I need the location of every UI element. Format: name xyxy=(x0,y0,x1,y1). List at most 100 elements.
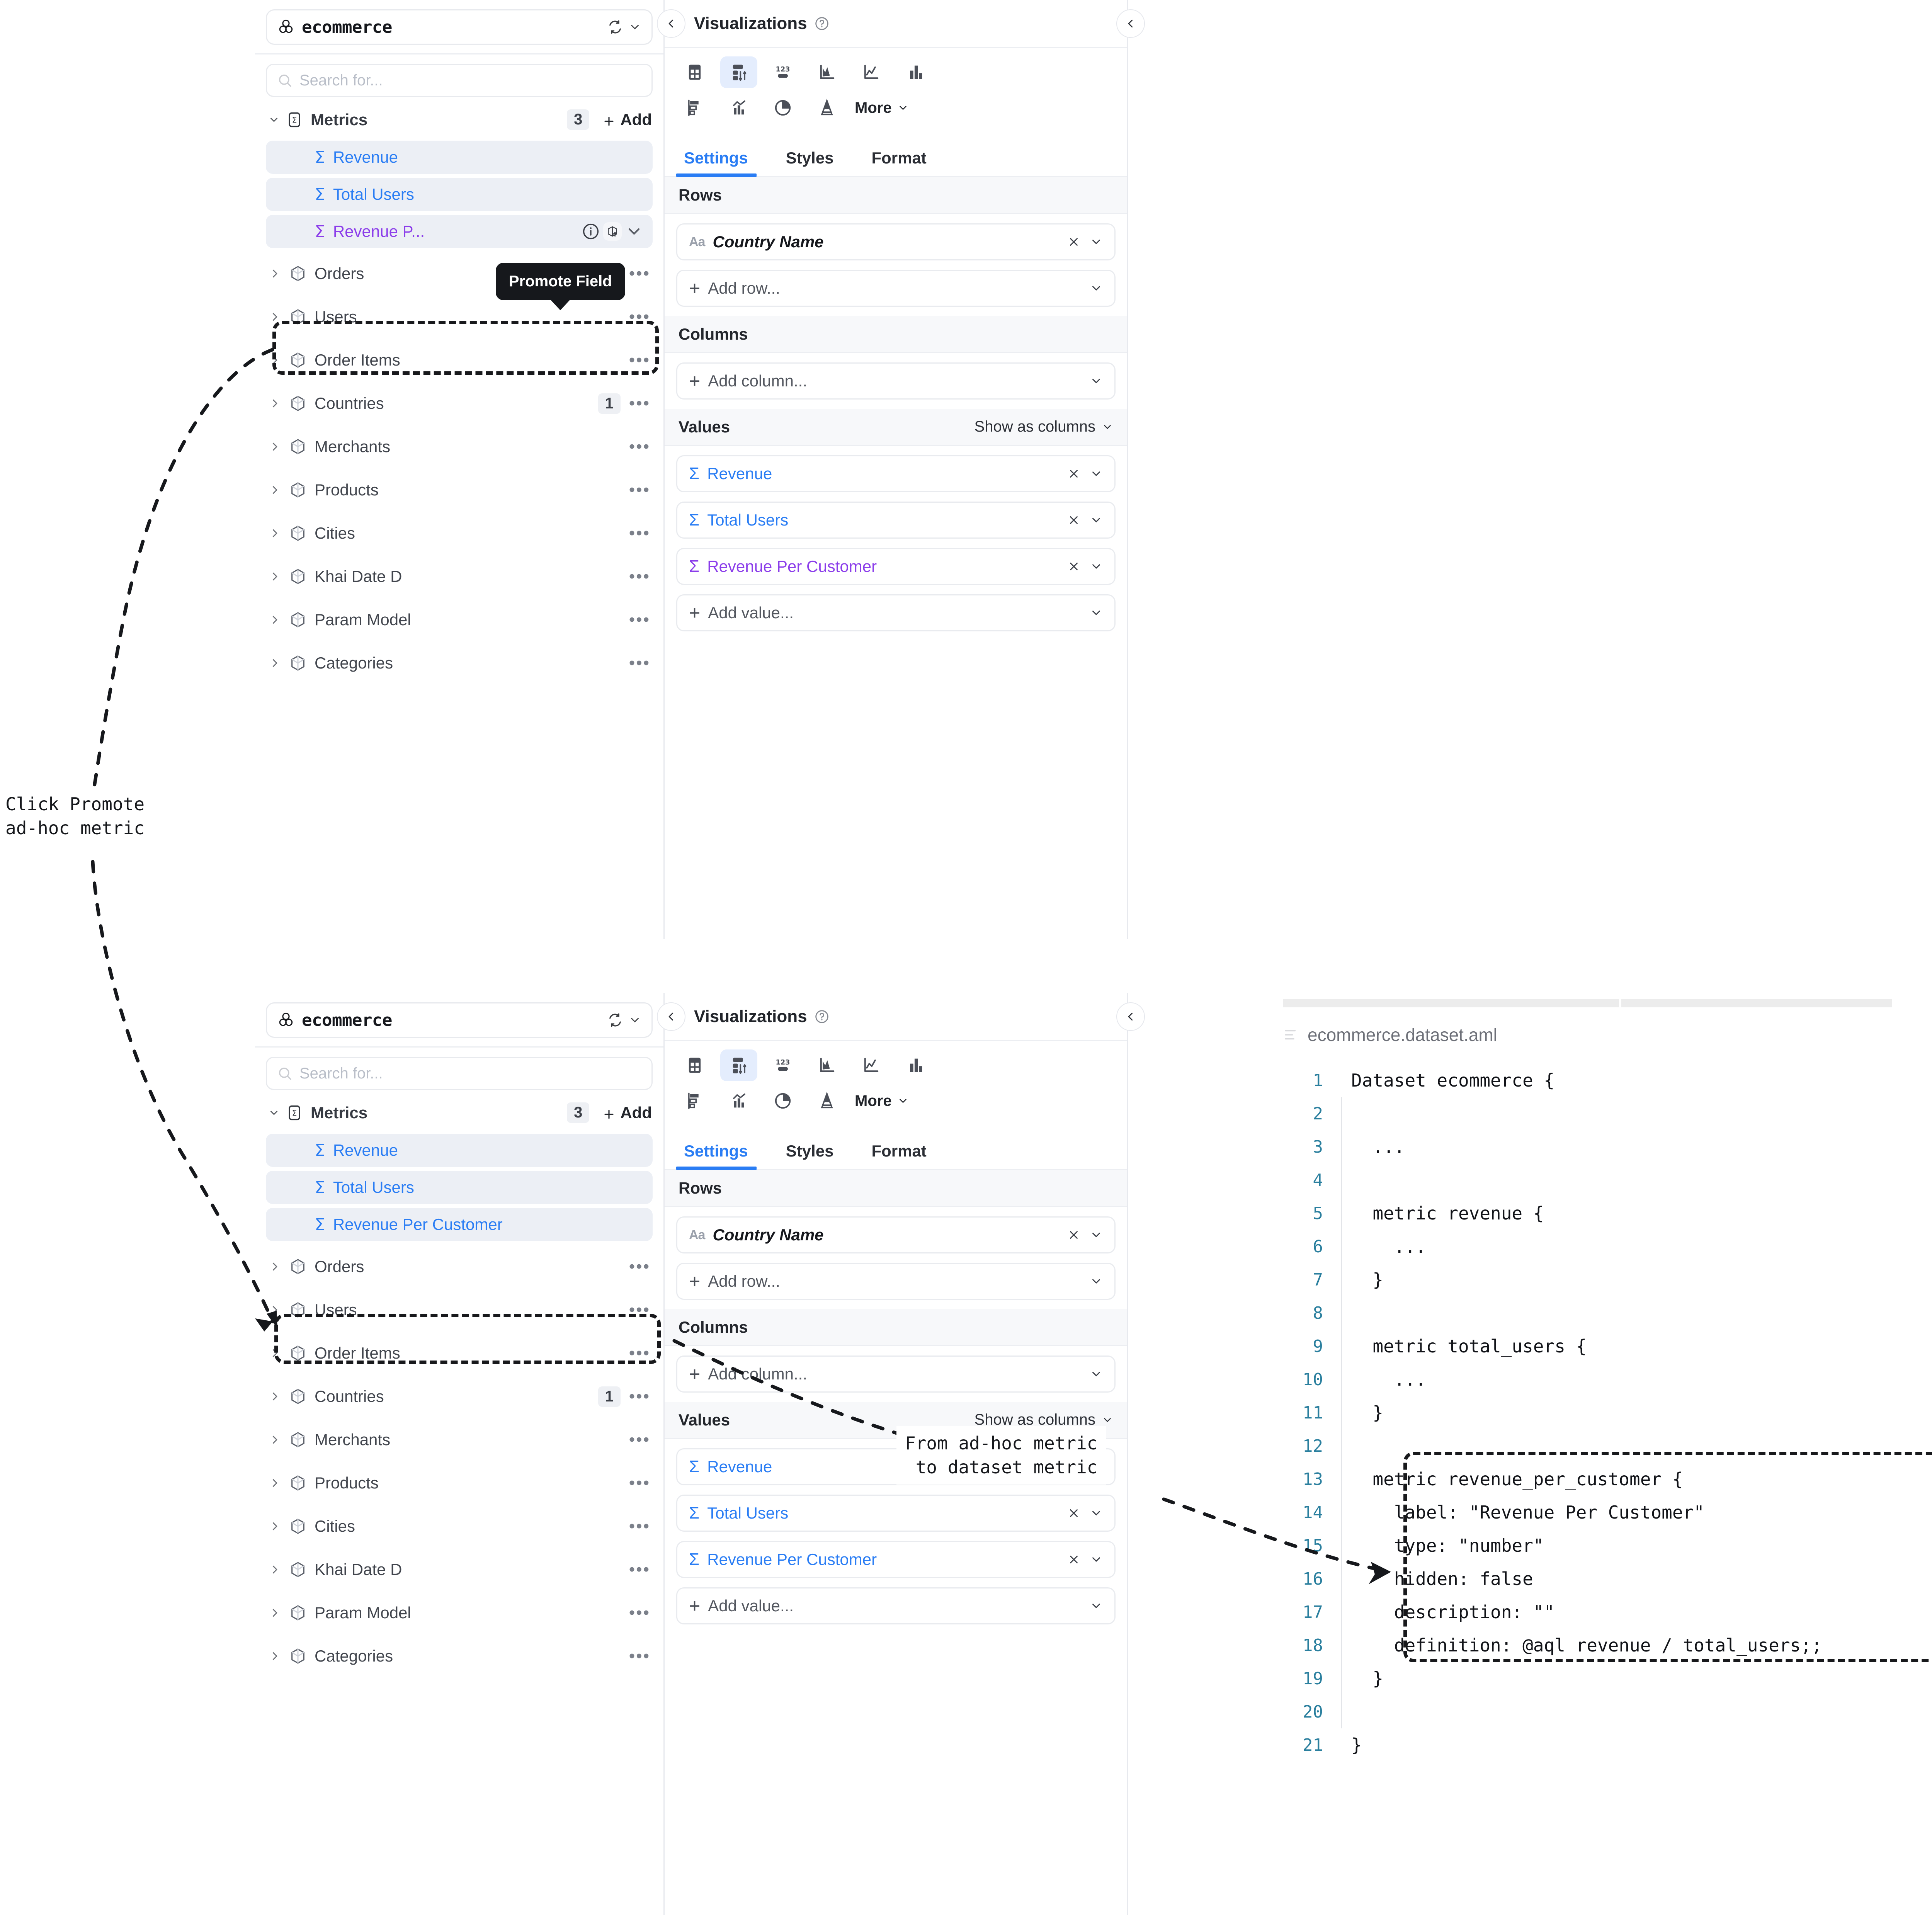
tree-item-products[interactable]: Products••• xyxy=(255,468,663,512)
chevron-right-icon[interactable] xyxy=(269,527,281,539)
line-chart-icon[interactable] xyxy=(852,56,889,88)
add-row-button[interactable]: + Add row... xyxy=(676,270,1116,307)
code-line[interactable]: 4 xyxy=(1283,1163,1932,1197)
add-value-button[interactable]: + Add value... xyxy=(676,594,1116,631)
pivot-table-icon[interactable] xyxy=(720,1049,757,1081)
tree-item-cities[interactable]: Cities••• xyxy=(255,512,663,555)
line-chart-icon[interactable] xyxy=(852,1049,889,1081)
chevron-right-icon[interactable] xyxy=(269,657,281,669)
code-line[interactable]: 10 ... xyxy=(1283,1363,1932,1396)
tab-styles[interactable]: Styles xyxy=(786,149,834,167)
tab-settings[interactable]: Settings xyxy=(676,149,757,177)
search-input[interactable]: Search for... xyxy=(266,64,653,97)
more-options-icon[interactable]: ••• xyxy=(629,1517,650,1536)
code-line[interactable]: 7 } xyxy=(1283,1263,1932,1296)
dataset-selector[interactable]: ecommerce xyxy=(266,1002,653,1038)
chevron-down-icon[interactable] xyxy=(1090,282,1103,295)
chevron-down-icon[interactable] xyxy=(1090,374,1103,388)
value-field-revenue-per-customer[interactable]: Σ Revenue Per Customer xyxy=(676,548,1116,585)
chevron-down-icon[interactable] xyxy=(1090,560,1103,573)
editor-tab-2[interactable] xyxy=(1621,999,1892,1007)
chevron-right-icon[interactable] xyxy=(269,1261,281,1272)
column-chart-icon[interactable] xyxy=(896,1049,934,1081)
more-options-icon[interactable]: ••• xyxy=(629,350,650,370)
add-metric-button[interactable]: Add xyxy=(602,111,652,129)
tree-item-merchants[interactable]: Merchants••• xyxy=(255,425,663,468)
close-icon[interactable] xyxy=(1067,1507,1080,1520)
add-value-button[interactable]: + Add value... xyxy=(676,1587,1116,1624)
collapse-right-button[interactable] xyxy=(1116,9,1145,38)
collapse-left-button[interactable] xyxy=(657,9,685,38)
metric-item-revenue-per-customer[interactable]: Σ Revenue Per Customer xyxy=(266,1208,653,1241)
tab-format[interactable]: Format xyxy=(871,1142,927,1160)
chevron-right-icon[interactable] xyxy=(269,614,281,626)
chevron-down-icon[interactable] xyxy=(628,20,641,34)
dataset-selector[interactable]: ecommerce xyxy=(266,9,653,45)
more-options-icon[interactable]: ••• xyxy=(629,1646,650,1666)
value-field-revenue[interactable]: Σ Revenue xyxy=(676,455,1116,492)
code-line[interactable]: 6 ... xyxy=(1283,1230,1932,1263)
tree-item-param-model[interactable]: Param Model••• xyxy=(255,598,663,641)
code-line[interactable]: 17 description: "" xyxy=(1283,1595,1932,1629)
number-icon[interactable]: 123 xyxy=(764,1049,801,1081)
collapse-left-button[interactable] xyxy=(657,1002,685,1031)
chevron-down-icon[interactable] xyxy=(1090,1553,1103,1566)
bar-chart-icon[interactable] xyxy=(676,92,713,124)
area-chart-icon[interactable] xyxy=(808,1049,845,1081)
chevron-right-icon[interactable] xyxy=(269,441,281,452)
tree-item-orders[interactable]: Orders••• xyxy=(255,252,663,295)
code-line[interactable]: 21} xyxy=(1283,1728,1932,1762)
close-icon[interactable] xyxy=(1067,560,1080,573)
values-display-mode[interactable]: Show as columns xyxy=(975,418,1113,435)
question-circle-icon[interactable] xyxy=(814,16,830,31)
chevron-right-icon[interactable] xyxy=(269,1650,281,1662)
code-line[interactable]: 8 xyxy=(1283,1296,1932,1330)
chevron-right-icon[interactable] xyxy=(269,1304,281,1316)
tree-item-cities[interactable]: Cities••• xyxy=(255,1505,663,1548)
tree-item-products[interactable]: Products••• xyxy=(255,1461,663,1505)
chevron-right-icon[interactable] xyxy=(269,484,281,496)
code-line[interactable]: 12 xyxy=(1283,1429,1932,1463)
tab-styles[interactable]: Styles xyxy=(786,1142,834,1160)
chevron-down-icon[interactable] xyxy=(1090,606,1103,619)
code-line[interactable]: 14 label: "Revenue Per Customer" xyxy=(1283,1496,1932,1529)
tree-item-khai-date-d[interactable]: Khai Date D••• xyxy=(255,1548,663,1591)
metric-item-total-users[interactable]: Σ Total Users xyxy=(266,1171,653,1204)
chevron-down-icon[interactable] xyxy=(1090,1507,1103,1520)
add-row-button[interactable]: + Add row... xyxy=(676,1263,1116,1300)
value-field-total-users[interactable]: Σ Total Users xyxy=(676,502,1116,539)
tree-item-categories[interactable]: Categories••• xyxy=(255,641,663,685)
editor-tab-1[interactable] xyxy=(1283,999,1619,1007)
add-column-button[interactable]: + Add column... xyxy=(676,1355,1116,1393)
table-icon[interactable] xyxy=(676,1049,713,1081)
more-options-icon[interactable]: ••• xyxy=(629,1473,650,1493)
tree-item-param-model[interactable]: Param Model••• xyxy=(255,1591,663,1634)
metric-item-total-users[interactable]: Σ Total Users xyxy=(266,178,653,211)
promote-field-icon[interactable] xyxy=(603,222,622,241)
info-icon[interactable] xyxy=(582,222,600,241)
tab-format[interactable]: Format xyxy=(871,149,927,167)
more-options-icon[interactable]: ••• xyxy=(629,394,650,413)
more-options-icon[interactable]: ••• xyxy=(629,1603,650,1622)
more-chart-types-button[interactable]: More xyxy=(855,1092,909,1110)
tree-item-orders[interactable]: Orders••• xyxy=(255,1245,663,1288)
chevron-down-icon[interactable] xyxy=(1090,235,1103,248)
code-line[interactable]: 20 xyxy=(1283,1695,1932,1728)
chevron-down-icon[interactable] xyxy=(1090,1599,1103,1612)
pie-chart-icon[interactable] xyxy=(764,1085,801,1117)
code-line[interactable]: 13 metric revenue_per_customer { xyxy=(1283,1463,1932,1496)
metric-item-revenue[interactable]: Σ Revenue xyxy=(266,141,653,174)
code-line[interactable]: 2 xyxy=(1283,1097,1932,1130)
more-options-icon[interactable]: ••• xyxy=(629,480,650,500)
tree-item-khai-date-d[interactable]: Khai Date D••• xyxy=(255,555,663,598)
number-icon[interactable]: 123 xyxy=(764,56,801,88)
question-circle-icon[interactable] xyxy=(814,1009,830,1024)
chevron-down-icon[interactable] xyxy=(1090,1275,1103,1288)
chevron-down-icon[interactable] xyxy=(628,1014,641,1027)
combo-chart-icon[interactable] xyxy=(720,92,757,124)
more-options-icon[interactable]: ••• xyxy=(629,1300,650,1320)
refresh-icon[interactable] xyxy=(607,19,623,35)
chevron-down-icon[interactable] xyxy=(625,222,643,241)
